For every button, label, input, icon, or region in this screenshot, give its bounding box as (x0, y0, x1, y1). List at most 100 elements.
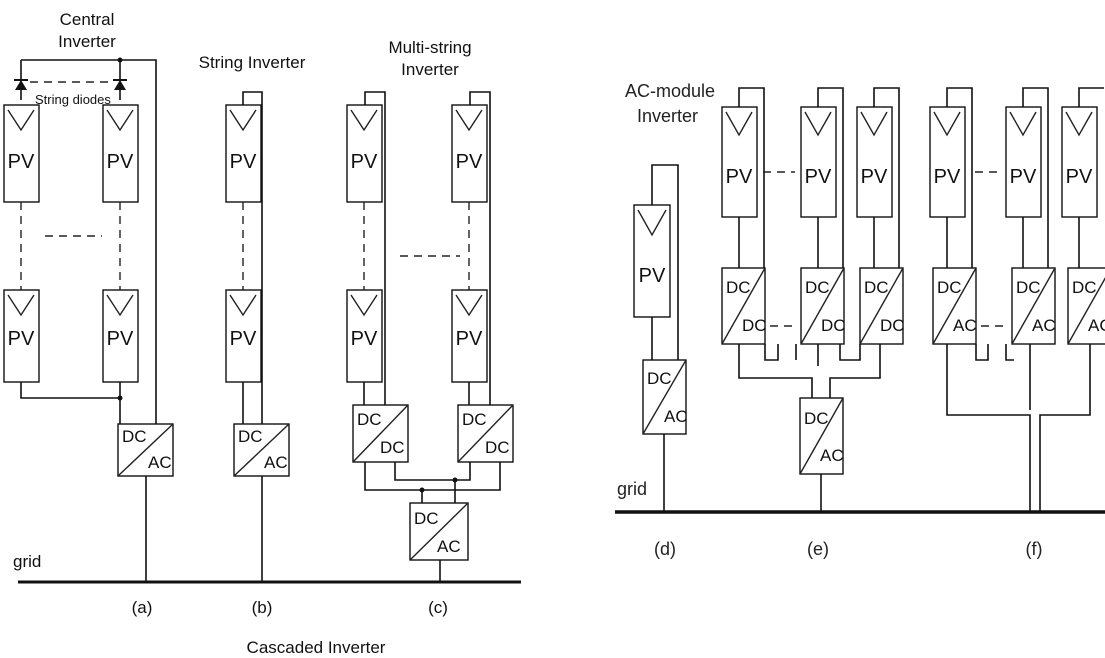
junction-dot (419, 487, 425, 493)
grid-label-right: grid (617, 479, 647, 499)
dc-label: DC (238, 427, 263, 446)
converter-diagonal (799, 397, 844, 475)
pv-module (721, 106, 758, 218)
ac-label: AC (264, 453, 288, 472)
dc-label: DC (880, 316, 905, 335)
junction-dot (117, 395, 123, 401)
pv-label: PV (8, 151, 35, 173)
module-return-wire (873, 87, 900, 268)
ac-module-system: PV DC AC (d) (633, 164, 688, 559)
converter-diagonal (1067, 277, 1105, 345)
pv-module (225, 289, 262, 383)
dc-label: DC (414, 509, 439, 528)
caption-b: (b) (252, 598, 273, 617)
pv-module (1005, 106, 1042, 218)
pv-cell-symbol (350, 294, 378, 317)
pv-module (3, 289, 40, 383)
pv-label: PV (107, 151, 134, 173)
module-return-wire (1022, 87, 1049, 268)
pv-module (3, 104, 40, 203)
ac-label: AC (1088, 316, 1105, 335)
pv-label: PV (726, 166, 753, 188)
pv-cell-symbol (725, 111, 753, 137)
converter-diagonal (352, 404, 409, 463)
string-diode-right (113, 79, 127, 90)
ac-module-parallel-system: PV PV PV DC AC DC AC DC AC (929, 87, 1105, 559)
string-return-wire (242, 91, 263, 424)
central-inverter-title-line2: Inverter (58, 32, 116, 51)
pv-cell-symbol (7, 294, 35, 317)
ac-bus-stub (975, 344, 989, 361)
dc-label: DC (821, 316, 846, 335)
pv-cell-symbol (350, 109, 378, 132)
ac-label: AC (820, 446, 844, 465)
pv-label: PV (639, 265, 666, 287)
multi-string-title-line1: Multi-string (388, 38, 471, 57)
pv-label: PV (861, 166, 888, 188)
central-inverter-system: String diodes PV PV PV PV DC AC (3, 57, 174, 617)
ac-bus (1039, 344, 1091, 512)
string-return-wire (469, 91, 491, 405)
ac-label: AC (148, 453, 172, 472)
module-return-wire (651, 164, 679, 360)
string-return-wire (364, 91, 386, 405)
dc-label: DC (726, 278, 751, 297)
caption-f: (f) (1026, 539, 1043, 559)
converter-diagonal (233, 423, 290, 477)
pv-module (856, 106, 893, 218)
dc-label: DC (1072, 278, 1097, 297)
module-return-wire (946, 87, 973, 268)
ac-label: AC (953, 316, 977, 335)
converter-diagonal (117, 423, 174, 477)
string-diodes-label: String diodes (35, 92, 111, 107)
ac-module-title-line1: AC-module (625, 81, 715, 101)
ac-bus (946, 344, 1031, 512)
pv-cell-symbol (106, 109, 134, 132)
pv-cell-symbol (860, 111, 888, 137)
pv-cell-symbol (933, 111, 961, 137)
pv-cell-symbol (455, 109, 483, 132)
central-inverter-title-line1: Central (60, 10, 115, 29)
converter-diagonal (932, 267, 977, 345)
dc-label: DC (462, 410, 487, 429)
converter-diagonal (1011, 267, 1056, 345)
pv-label: PV (456, 328, 483, 350)
converter-diagonal (642, 359, 687, 435)
pv-label: PV (1066, 166, 1093, 188)
pv-module (1061, 106, 1098, 218)
pv-label: PV (456, 151, 483, 173)
converter-diagonal (409, 502, 469, 561)
string-inverter-title: String Inverter (199, 53, 306, 72)
pv-module (929, 106, 966, 218)
grid-label-left: grid (13, 552, 41, 571)
module-return-wire (817, 87, 844, 268)
pv-label: PV (351, 328, 378, 350)
dc-bus (364, 462, 423, 503)
module-return-wire (738, 87, 765, 268)
dc-bus-stub (839, 344, 861, 361)
dc-label: DC (804, 409, 829, 428)
pv-cell-symbol (7, 109, 35, 132)
dc-bus-stub (764, 344, 779, 361)
pv-label: PV (230, 151, 257, 173)
dc-label: DC (122, 427, 147, 446)
pv-label: PV (934, 166, 961, 188)
pv-cell-symbol (455, 294, 483, 317)
converter-diagonal (800, 267, 845, 345)
dc-label: DC (380, 438, 405, 457)
pv-label: PV (351, 151, 378, 173)
ac-bus-stub (1005, 344, 1014, 361)
ac-label: AC (1032, 316, 1056, 335)
caption-a: (a) (132, 598, 153, 617)
module-return-wire (1078, 87, 1104, 107)
ac-module-title-line2: Inverter (637, 106, 698, 126)
pv-module (633, 204, 671, 318)
junction-dot (117, 57, 123, 63)
cascaded-inverter-label: Cascaded Inverter (247, 638, 386, 657)
dc-label: DC (357, 410, 382, 429)
dc-label: DC (647, 369, 672, 388)
pv-cell-symbol (637, 209, 667, 237)
converter-diagonal (721, 267, 766, 345)
string-inverter-system: PV PV DC AC (b) (225, 91, 290, 617)
